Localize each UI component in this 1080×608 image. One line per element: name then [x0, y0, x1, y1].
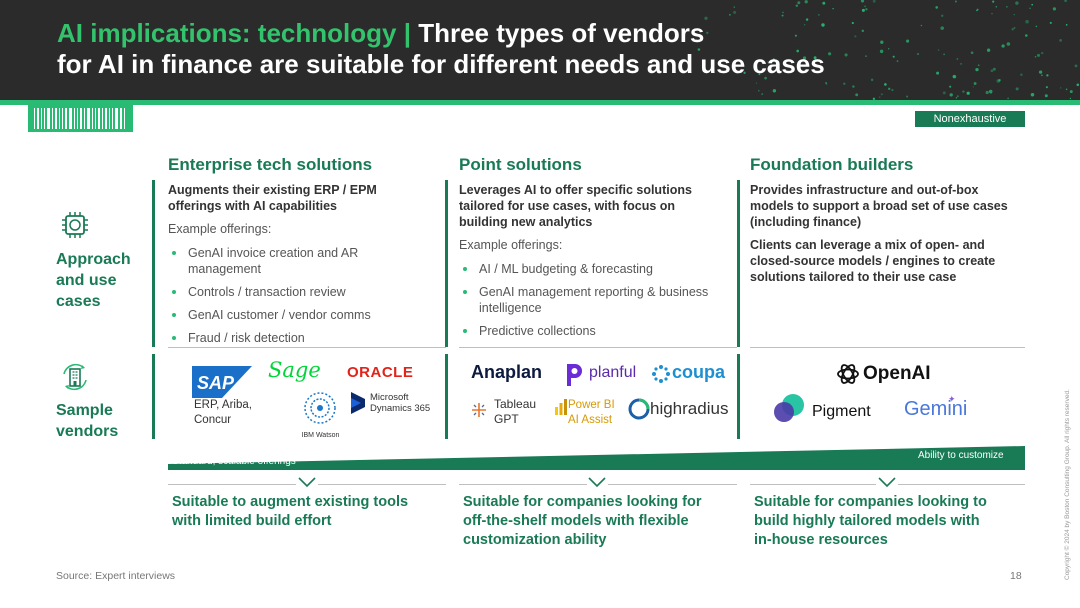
list-item: GenAI customer / vendor comms	[168, 307, 438, 323]
microsoft-dynamics-logo: Microsoft Dynamics 365	[370, 392, 431, 414]
chevron-down-icon	[298, 477, 316, 488]
chevron-down-icon	[588, 477, 606, 488]
col1-example-label: Example offerings:	[168, 222, 272, 236]
row-divider-col3	[750, 347, 1025, 348]
column-title-foundation: Foundation builders	[750, 155, 914, 174]
col3-description-2: Clients can leverage a mix of open- and …	[750, 238, 996, 284]
list-item: Predictive collections	[459, 323, 734, 339]
planful-logo: planful	[589, 364, 637, 381]
header-banner: AI implications: technology | Three type…	[0, 0, 1080, 100]
outcome-sep	[459, 484, 587, 485]
row-divider-col1	[168, 347, 446, 348]
vendors-bar-col3	[737, 354, 740, 439]
sap-caption: ERP, Ariba, Concur	[194, 399, 252, 426]
title-separator: |	[396, 18, 419, 48]
openai-logo: OpenAI	[863, 363, 931, 384]
gemini-logo: Gemini	[904, 398, 968, 420]
outcome-sep	[318, 484, 446, 485]
nonexhaustive-badge: Nonexhaustive	[915, 111, 1025, 127]
ai-chip-icon	[62, 212, 88, 238]
gemini-sparkle-icon: ✦	[948, 394, 956, 404]
row-divider-col2	[459, 347, 737, 348]
list-item: Controls / transaction review	[168, 284, 438, 300]
anaplan-logo: Anaplan	[471, 362, 543, 382]
dynamics-icon	[349, 392, 367, 414]
row-label-approach: Approach and use cases	[56, 251, 131, 310]
outcome-sep	[608, 484, 737, 485]
vendors-bar-col2	[445, 354, 448, 439]
title-line2: for AI in finance are suitable for diffe…	[57, 49, 825, 79]
row-label-vendors: Sample vendors	[56, 402, 119, 440]
tableau-icon	[471, 402, 487, 418]
pigment-icon	[773, 393, 807, 423]
column-title-point: Point solutions	[459, 155, 582, 174]
outcome-enterprise: Suitable to augment existing tools with …	[172, 494, 409, 529]
oracle-logo: ORACLE	[347, 364, 414, 381]
approach-bar-col1	[152, 180, 155, 347]
power-bi-logo: Power BI AI Assist	[568, 399, 615, 426]
sap-logo: SAP	[192, 366, 252, 398]
vendors-bar-col1	[152, 354, 155, 439]
source-note: Source: Expert interviews	[56, 570, 176, 582]
col1-description: Augments their existing ERP / EPM offeri…	[168, 183, 377, 213]
highradius-logo: highradius	[650, 399, 729, 418]
svg-text:SAP: SAP	[197, 373, 235, 393]
col3-description: Provides infrastructure and out-of-box m…	[750, 183, 1008, 229]
list-item: AI / ML budgeting & forecasting	[459, 261, 734, 277]
power-bi-icon	[555, 399, 567, 415]
outcome-sep	[898, 484, 1025, 485]
spectrum-left-label: Standard, scalable offerings	[172, 456, 296, 467]
column-title-enterprise: Enterprise tech solutions	[168, 155, 373, 174]
outcome-sep	[750, 484, 876, 485]
highradius-icon	[628, 398, 650, 420]
sage-logo: Sage	[268, 358, 321, 382]
approach-bar-col2	[445, 180, 448, 347]
chevron-down-icon	[878, 477, 896, 488]
approach-bar-col3	[737, 180, 740, 347]
outcome-point: Suitable for companies looking for off-t…	[463, 494, 702, 548]
building-cycle-icon	[63, 363, 87, 391]
coupa-logo: coupa	[672, 362, 726, 382]
copyright-notice: Copyright © 2024 by Boston Consulting Gr…	[1064, 389, 1071, 580]
col2-bullet-list: AI / ML budgeting & forecasting GenAI ma…	[459, 261, 734, 346]
ibm-watson-logo: IBM Watson	[298, 390, 343, 439]
openai-icon	[836, 362, 860, 386]
title-highlight: AI implications: technology	[57, 18, 397, 48]
page-number: 18	[1010, 570, 1022, 582]
col2-description: Leverages AI to offer specific solutions…	[459, 183, 692, 229]
planful-icon	[565, 364, 582, 386]
col2-example-label: Example offerings:	[459, 238, 563, 252]
decorative-dot-pattern	[695, 0, 1080, 100]
list-item: Fraud / risk detection	[168, 330, 438, 346]
outcome-foundation: Suitable for companies looking to build …	[754, 494, 987, 548]
outcome-sep	[168, 484, 296, 485]
header-accent-line	[0, 100, 1080, 105]
title-line1: Three types of vendors	[418, 18, 705, 48]
tableau-gpt-logo: Tableau GPT	[494, 397, 537, 426]
barcode-decoration	[28, 105, 133, 132]
customization-spectrum	[168, 446, 1025, 470]
spectrum-right-label: Ability to customize	[918, 450, 1004, 461]
page-title: AI implications: technology | Three type…	[57, 18, 957, 80]
coupa-icon	[651, 364, 671, 384]
pigment-logo: Pigment	[812, 403, 871, 420]
